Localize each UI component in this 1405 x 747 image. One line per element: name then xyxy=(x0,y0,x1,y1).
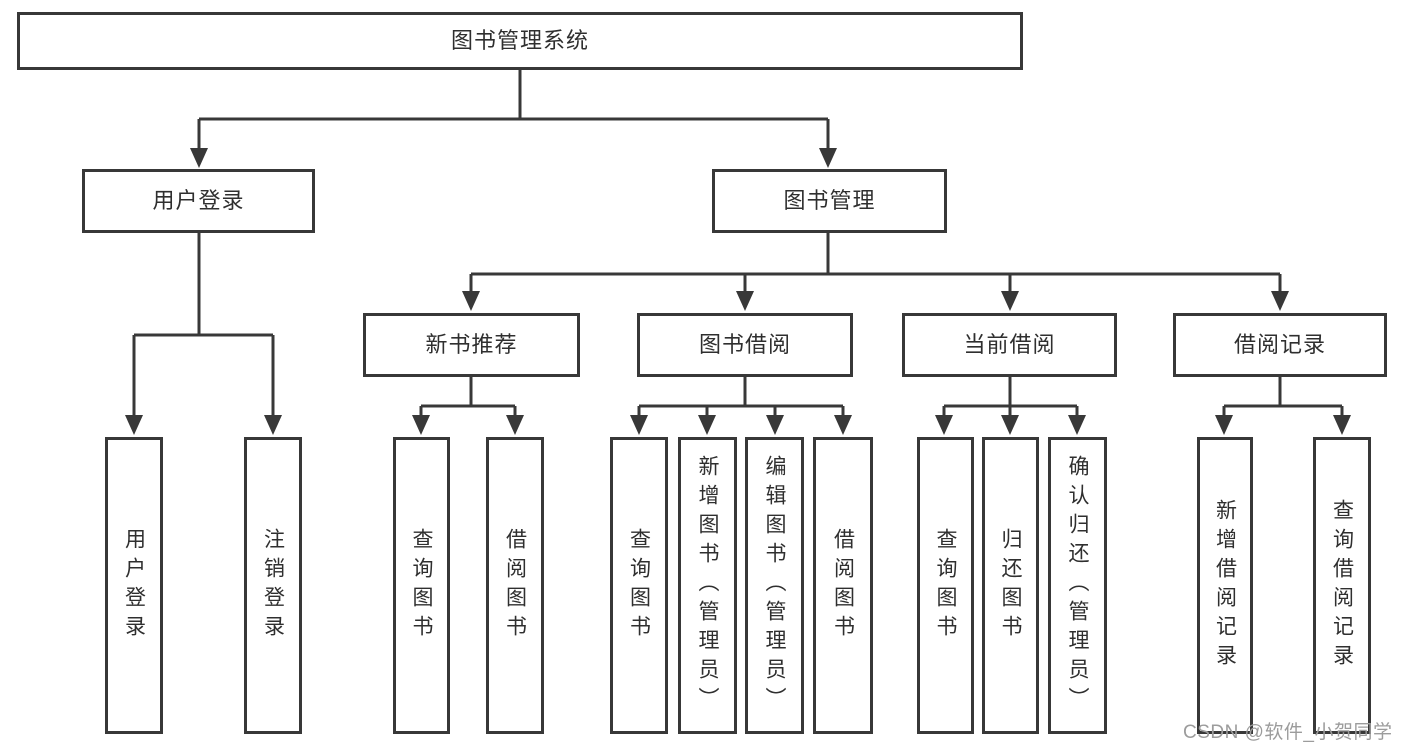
leaf-return-books: 归还图书 xyxy=(982,437,1039,734)
leaf-query-books-borrow: 查询图书 xyxy=(610,437,668,734)
leaf-query-books-current: 查询图书 xyxy=(917,437,974,734)
node-book-management: 图书管理 xyxy=(712,169,947,233)
arrowhead-icons xyxy=(125,148,1351,435)
node-borrow-records: 借阅记录 xyxy=(1173,313,1387,377)
leaf-borrow-books-recommend: 借阅图书 xyxy=(486,437,544,734)
leaf-edit-books-admin: 编辑图书（管理员） xyxy=(745,437,804,734)
leaf-borrow-books: 借阅图书 xyxy=(813,437,873,734)
node-current-borrow: 当前借阅 xyxy=(902,313,1117,377)
leaf-add-books-admin: 新增图书（管理员） xyxy=(678,437,737,734)
leaf-confirm-return-admin: 确认归还（管理员） xyxy=(1048,437,1107,734)
leaf-query-books-recommend: 查询图书 xyxy=(393,437,450,734)
leaf-user-login: 用户登录 xyxy=(105,437,163,734)
node-new-book-recommend: 新书推荐 xyxy=(363,313,580,377)
node-book-borrow: 图书借阅 xyxy=(637,313,853,377)
leaf-logout: 注销登录 xyxy=(244,437,302,734)
connector-lines xyxy=(132,70,1344,417)
node-user-login: 用户登录 xyxy=(82,169,315,233)
watermark-text: CSDN @软件_小贺同学 xyxy=(1183,722,1393,743)
leaf-query-borrow-record: 查询借阅记录 xyxy=(1313,437,1371,734)
leaf-add-borrow-record: 新增借阅记录 xyxy=(1197,437,1253,734)
node-root: 图书管理系统 xyxy=(17,12,1023,70)
